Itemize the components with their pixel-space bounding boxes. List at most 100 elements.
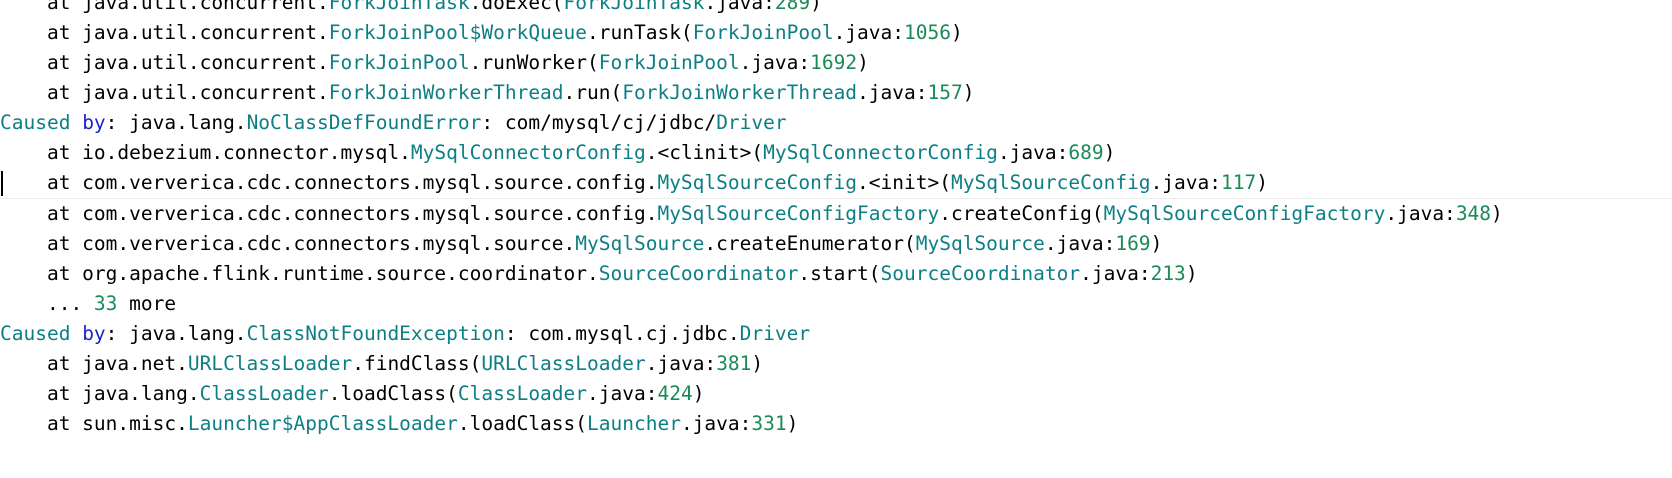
trace-text: .createEnumerator(	[704, 232, 916, 255]
class-link[interactable]: Launcher	[587, 412, 681, 435]
trace-text: .java:	[739, 51, 811, 74]
class-link[interactable]: URLClassLoader	[481, 352, 646, 375]
class-link[interactable]: SourceCoordinator	[880, 262, 1081, 285]
class-link[interactable]: ClassLoader	[457, 382, 588, 405]
trace-text: .java:	[833, 21, 905, 44]
console-line[interactable]: Caused by: java.lang.NoClassDefFoundErro…	[0, 108, 1672, 138]
line-number[interactable]: 289	[774, 0, 811, 14]
class-link[interactable]: ForkJoinPool	[598, 51, 740, 74]
class-link[interactable]: ForkJoinWorkerThread	[328, 81, 564, 104]
class-link[interactable]: Launcher$AppClassLoader	[187, 412, 458, 435]
console-line[interactable]: at io.debezium.connector.mysql.MySqlConn…	[0, 138, 1672, 168]
trace-text: at io.debezium.connector.mysql.	[0, 141, 411, 164]
class-link[interactable]: Driver	[739, 322, 811, 345]
trace-text: : java.lang.	[105, 322, 247, 345]
class-link[interactable]: SourceCoordinator	[598, 262, 799, 285]
console-line[interactable]: at com.ververica.cdc.connectors.mysql.so…	[0, 199, 1672, 229]
trace-text: .doExec(	[469, 0, 564, 14]
trace-text: .createConfig(	[939, 202, 1104, 225]
line-number[interactable]: 348	[1455, 202, 1492, 225]
class-link[interactable]: MySqlSource	[575, 232, 705, 255]
trace-text: .start(	[798, 262, 881, 285]
trace-text: at org.apache.flink.runtime.source.coord…	[0, 262, 599, 285]
trace-text: )	[1491, 202, 1503, 225]
line-number[interactable]: 213	[1150, 262, 1186, 285]
trace-text: : com/mysql/cj/jdbc/	[481, 111, 717, 134]
console-line[interactable]: at java.util.concurrent.ForkJoinWorkerTh…	[0, 78, 1672, 108]
trace-text: .java:	[587, 382, 658, 405]
trace-text: )	[751, 352, 764, 375]
trace-text: .java:	[857, 81, 928, 104]
keyword: by	[82, 111, 106, 134]
trace-text: : java.lang.	[105, 111, 247, 134]
console-line[interactable]: at java.lang.ClassLoader.loadClass(Class…	[0, 379, 1672, 409]
class-link[interactable]: ClassNotFoundException	[246, 322, 505, 345]
trace-text: .runTask(	[587, 21, 693, 44]
class-link[interactable]: MySqlConnectorConfig	[763, 141, 998, 164]
trace-text: .java:	[1385, 202, 1456, 225]
stack-trace-console[interactable]: at java.util.concurrent.ForkJoinTask.doE…	[0, 0, 1672, 439]
console-line[interactable]: at java.net.URLClassLoader.findClass(URL…	[0, 349, 1672, 379]
class-link[interactable]: URLClassLoader	[187, 352, 353, 375]
trace-text: at java.util.concurrent.	[0, 21, 329, 44]
trace-text: more	[117, 292, 177, 315]
class-link[interactable]: MySqlSourceConfigFactory	[657, 202, 940, 225]
trace-text: )	[810, 0, 822, 14]
trace-text: at java.util.concurrent.	[0, 51, 329, 74]
trace-text: at sun.misc.	[0, 412, 188, 435]
line-number[interactable]: 1056	[904, 21, 951, 44]
console-line[interactable]: Caused by: java.lang.ClassNotFoundExcept…	[0, 319, 1672, 349]
class-link[interactable]: MySqlSource	[915, 232, 1045, 255]
class-link[interactable]: Caused	[0, 322, 83, 345]
trace-text: .java:	[1080, 262, 1151, 285]
class-link[interactable]: ForkJoinPool	[692, 21, 834, 44]
trace-text: .<init>(	[857, 171, 951, 194]
trace-text: .run(	[563, 81, 623, 104]
trace-text: )	[1256, 171, 1268, 194]
trace-text: )	[1150, 232, 1163, 255]
class-link[interactable]: ForkJoinPool	[328, 51, 470, 74]
line-number[interactable]: 331	[751, 412, 787, 435]
trace-text: at com.ververica.cdc.connectors.mysql.so…	[0, 202, 658, 225]
class-link[interactable]: NoClassDefFoundError	[246, 111, 482, 134]
trace-text: .loadClass(	[457, 412, 588, 435]
console-line[interactable]: at java.util.concurrent.ForkJoinPool$Wor…	[0, 18, 1672, 48]
trace-text: .runWorker(	[469, 51, 599, 74]
trace-text: .java:	[680, 412, 752, 435]
trace-text: )	[951, 21, 963, 44]
text-cursor	[1, 171, 3, 196]
trace-text: at java.lang.	[0, 382, 200, 405]
class-link[interactable]: ForkJoinTask	[328, 0, 470, 14]
class-link[interactable]: MySqlSourceConfigFactory	[1103, 202, 1386, 225]
line-number[interactable]: 689	[1068, 141, 1104, 164]
trace-text: .findClass(	[352, 352, 482, 375]
trace-text: at java.net.	[0, 352, 188, 375]
console-line[interactable]: at org.apache.flink.runtime.source.coord…	[0, 259, 1672, 289]
class-link[interactable]: MySqlSourceConfig	[950, 171, 1151, 194]
line-number[interactable]: 169	[1115, 232, 1151, 255]
console-line[interactable]: at com.ververica.cdc.connectors.mysql.so…	[0, 229, 1672, 259]
console-line-current[interactable]: at com.ververica.cdc.connectors.mysql.so…	[0, 168, 1672, 199]
console-line[interactable]: at java.util.concurrent.ForkJoinTask.doE…	[0, 0, 1672, 18]
class-link[interactable]: ClassLoader	[199, 382, 329, 405]
class-link[interactable]: Caused	[0, 111, 83, 134]
line-number[interactable]: 117	[1221, 171, 1257, 194]
class-link[interactable]: ForkJoinPool$WorkQueue	[328, 21, 588, 44]
trace-text: : com.mysql.cj.jdbc.	[504, 322, 740, 345]
line-number[interactable]: 424	[657, 382, 693, 405]
trace-text: at java.util.concurrent.	[0, 0, 329, 14]
trace-text: )	[1103, 141, 1116, 164]
class-link[interactable]: ForkJoinTask	[563, 0, 705, 14]
line-number[interactable]: 157	[927, 81, 963, 104]
class-link[interactable]: ForkJoinWorkerThread	[622, 81, 858, 104]
class-link[interactable]: MySqlSourceConfig	[657, 171, 858, 194]
trace-text: )	[692, 382, 705, 405]
console-line[interactable]: ... 33 more	[0, 289, 1672, 319]
class-link[interactable]: MySqlConnectorConfig	[410, 141, 646, 164]
line-number[interactable]: 33	[93, 292, 118, 315]
class-link[interactable]: Driver	[716, 111, 787, 134]
console-line[interactable]: at sun.misc.Launcher$AppClassLoader.load…	[0, 409, 1672, 439]
line-number[interactable]: 1692	[810, 51, 858, 74]
console-line[interactable]: at java.util.concurrent.ForkJoinPool.run…	[0, 48, 1672, 78]
line-number[interactable]: 381	[716, 352, 752, 375]
